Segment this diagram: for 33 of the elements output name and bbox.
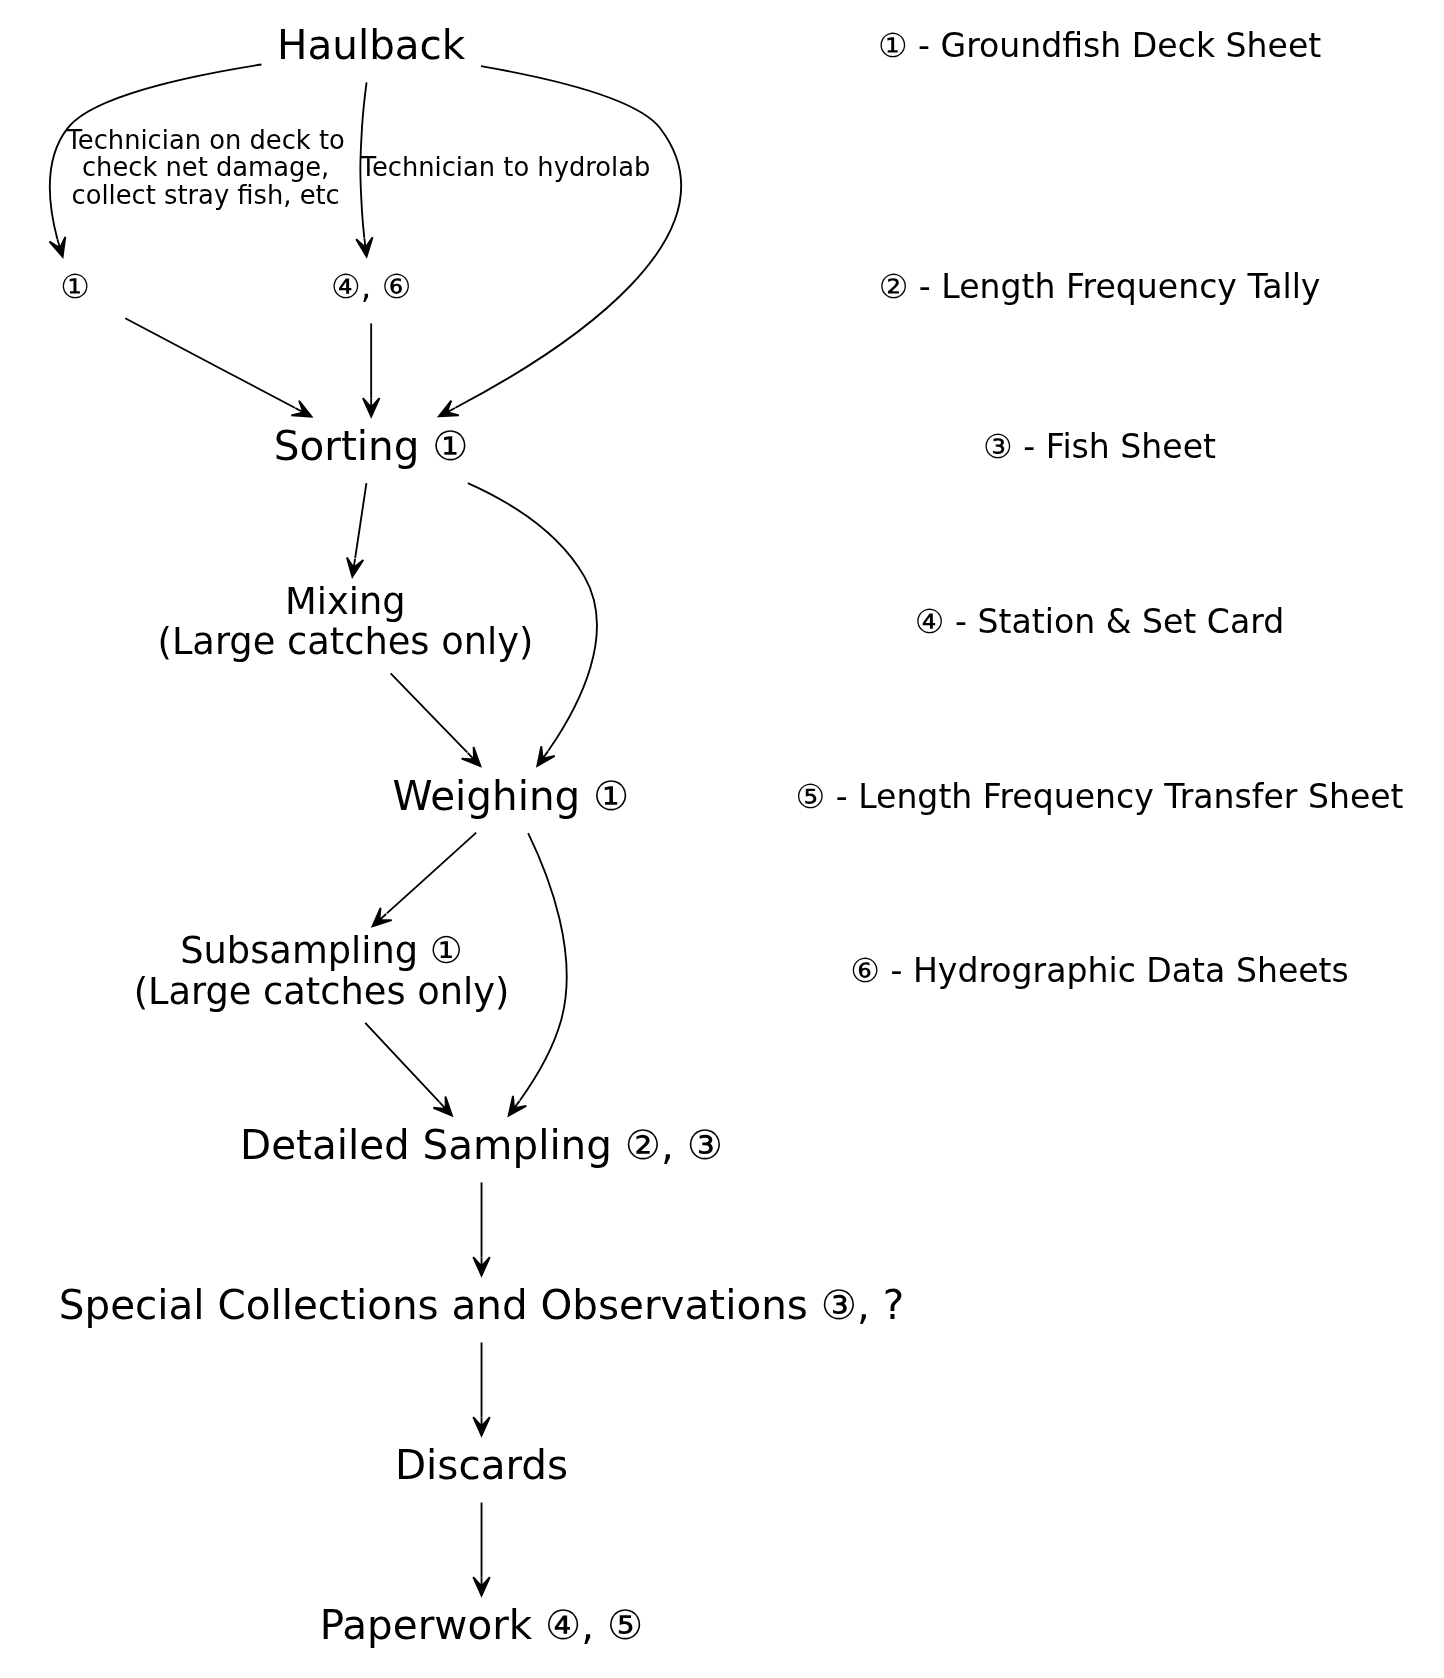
node-text: Sorting ① [273,422,468,471]
node-text: Mixing (Large catches only) [157,579,533,664]
node-text: Detailed Sampling ②, ③ [239,1121,723,1170]
node-text: Subsampling ① (Large catches only) [133,929,509,1013]
label: ① - Groundfish Deck Sheet [877,26,1321,66]
node-text: Discards [394,1441,568,1490]
label: ⑥ - Hydrographic Data Sheets [849,951,1349,991]
node-text: ① [59,267,90,307]
label: ② - Length Frequency Tally [878,267,1320,307]
arrow [471,1501,491,1597]
arrow [466,482,598,767]
label: ③ - Fish Sheet [982,427,1216,467]
node-text: Haulback [276,21,465,70]
node-text: Paperwork ④, ⑤ [319,1601,643,1650]
edge-label: Technician on deck to check net damage, collect stray fish, etc [65,124,345,210]
arrow [471,1341,491,1437]
node-text: Weighing ① [392,771,629,820]
arrow [48,63,262,258]
node-text: Special Collections and Observations ③, ? [58,1281,904,1330]
arrow [363,1021,453,1117]
arrow [507,832,568,1117]
edge-label: Technician to hydrolab [360,152,650,183]
arrow [345,482,367,578]
label: ⑤ - Length Frequency Transfer Sheet [795,776,1404,816]
arrow [123,317,312,418]
arrow [354,81,373,258]
label: ④ - Station & Set Card [914,601,1284,641]
arrow [361,322,380,418]
arrow [471,1181,491,1277]
arrow [389,672,481,767]
arrow [371,831,477,928]
arrow [437,65,682,418]
node-text: ④, ⑥ [330,267,411,307]
